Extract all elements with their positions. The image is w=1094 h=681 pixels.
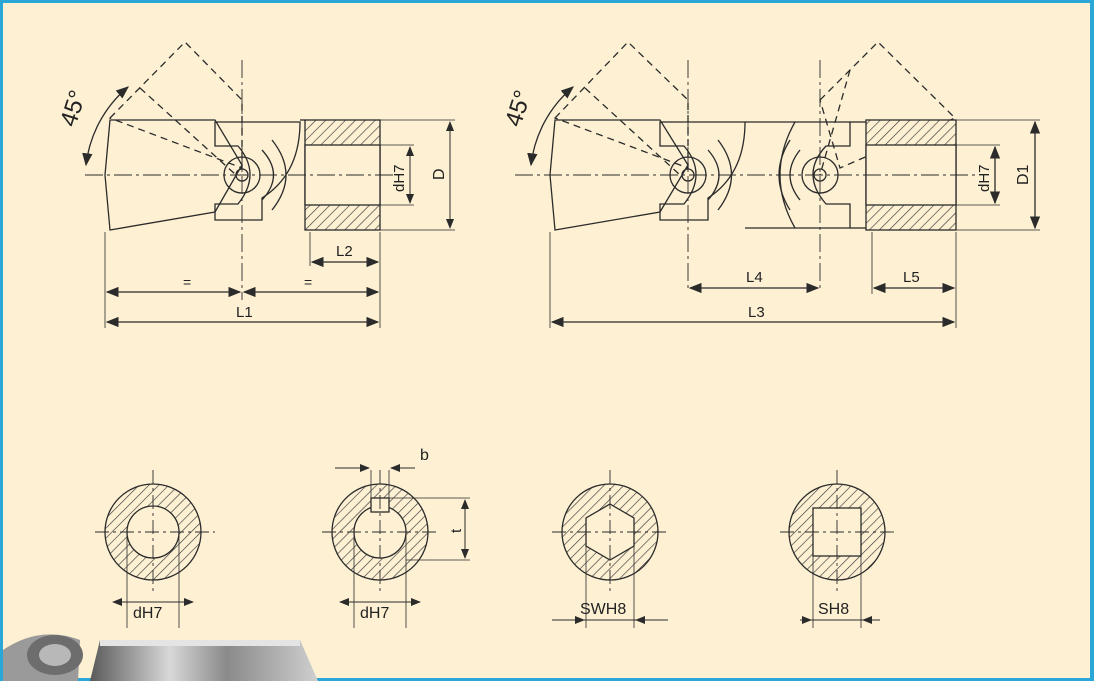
single-swung-yoke-dashed (108, 41, 243, 169)
single-bore-label: dH7 (391, 164, 408, 192)
single-equal-right: = (304, 274, 312, 290)
double-diameter-label: D1 (1015, 164, 1032, 185)
double-length-label: L3 (748, 304, 765, 321)
keyway-depth-label: t (448, 528, 465, 533)
single-angle-label: 45° (55, 87, 92, 130)
keyway-bore-section (322, 464, 470, 628)
keyway-bore-label: dH7 (360, 605, 389, 622)
double-bore-label: dH7 (976, 164, 993, 192)
hex-bore-section (552, 470, 668, 628)
single-length-label: L1 (236, 304, 253, 321)
single-fork (214, 121, 301, 221)
metal-joint-photo (3, 634, 318, 681)
single-joint-view (82, 41, 455, 328)
double-swung-yoke-right (819, 41, 957, 169)
square-bore-label: SH8 (818, 601, 849, 618)
double-bore-length-label: L5 (903, 269, 920, 286)
single-diameter-label: D (431, 168, 448, 180)
single-bore-length-label: L2 (336, 243, 353, 260)
double-swung-yoke-left (553, 41, 689, 169)
double-joint-view (515, 41, 1041, 328)
single-equal-left: = (183, 274, 191, 290)
plain-bore-label: dH7 (133, 605, 162, 622)
double-center-length-label: L4 (746, 269, 763, 286)
keyway-width-label: b (420, 447, 429, 464)
plain-bore-section (95, 470, 215, 628)
hex-bore-label: SWH8 (580, 601, 626, 618)
double-angle-label: 45° (500, 87, 537, 130)
square-bore-section (780, 470, 895, 628)
